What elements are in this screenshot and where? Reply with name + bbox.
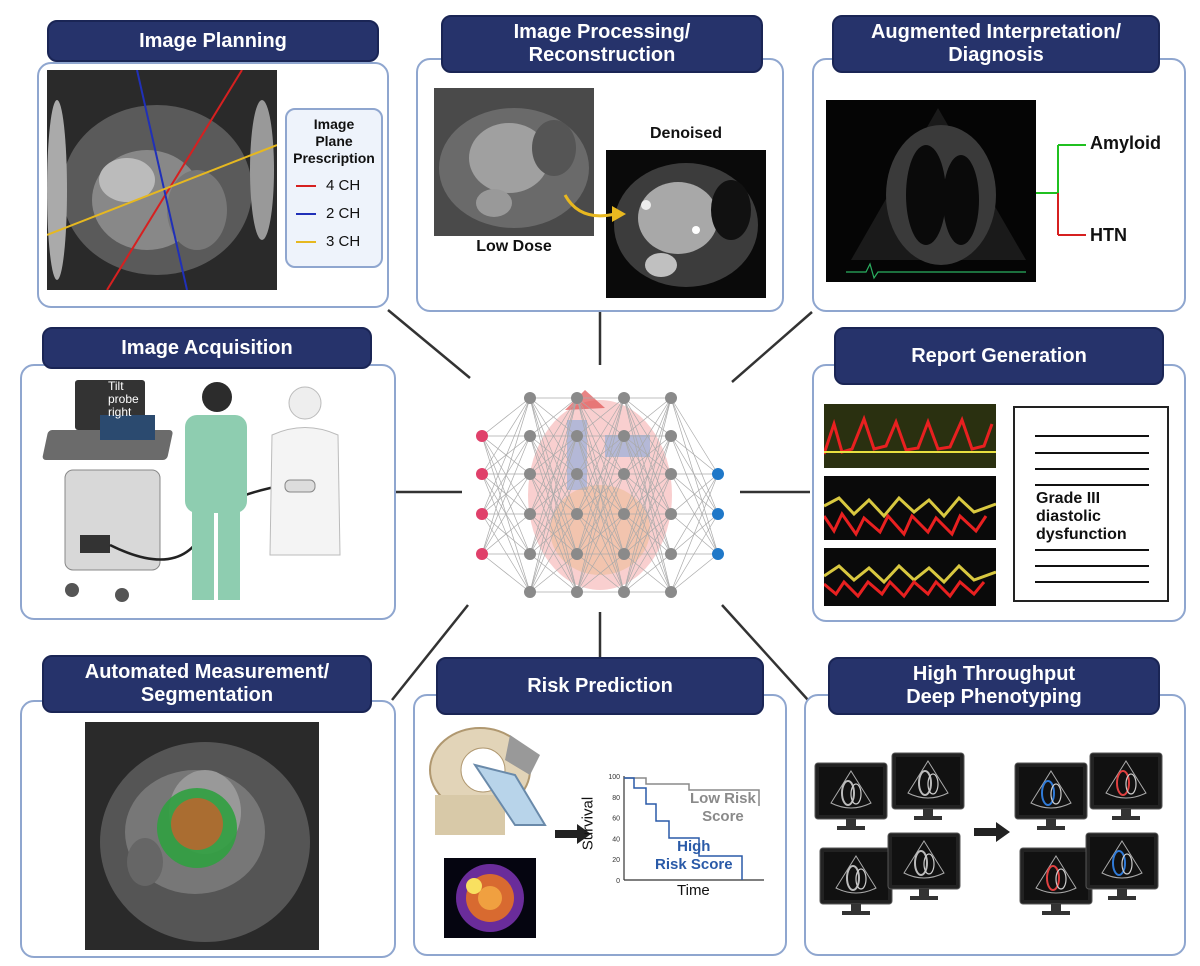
nn-node (618, 548, 630, 560)
nn-node (665, 586, 677, 598)
low-risk-label: Low Risk Score (690, 790, 756, 825)
nn-node (571, 508, 583, 520)
perfusion-polar-map (444, 858, 536, 938)
y-tick-label: 40 (612, 836, 620, 843)
nn-node (524, 392, 536, 404)
monitor (1089, 752, 1163, 820)
htn-label: HTN (1090, 225, 1127, 245)
legend-item-4ch: 4 CH (326, 177, 361, 194)
monitor (891, 752, 965, 820)
high-risk-label: High Risk Score (655, 838, 733, 873)
nn-node (618, 586, 630, 598)
nn-node (618, 468, 630, 480)
nn-node (665, 548, 677, 560)
y-tick-label: 100 (608, 774, 620, 781)
monitor (887, 832, 961, 900)
denoised-label: Denoised (649, 125, 722, 142)
phenotyping-monitors (814, 752, 1163, 915)
nn-node (665, 392, 677, 404)
nn-node (712, 548, 724, 560)
report-document (1013, 406, 1169, 602)
phenotyping-header: High Throughput Deep Phenotyping (828, 657, 1160, 715)
image-planning-header: Image Planning (47, 20, 379, 62)
tilt-probe-text: Tilt probe right (108, 379, 139, 419)
legend-item-3ch: 3 CH (326, 233, 361, 250)
nn-node (712, 508, 724, 520)
interpretation-header: Augmented Interpretation/ Diagnosis (832, 15, 1160, 73)
nn-node (476, 430, 488, 442)
doppler-strip-1 (824, 404, 996, 468)
ct-scanner-icon (429, 727, 547, 835)
nn-node (571, 468, 583, 480)
y-tick-label: 20 (612, 857, 620, 864)
nn-node (524, 508, 536, 520)
nn-node (476, 508, 488, 520)
nn-node (524, 468, 536, 480)
survival-axis-label: Survival (579, 796, 597, 851)
y-tick-label: 80 (612, 795, 620, 802)
denoise-arrow-icon (563, 194, 626, 222)
nn-node (712, 468, 724, 480)
risk-prediction-header: Risk Prediction (436, 657, 764, 715)
image-processing-header: Image Processing/ Reconstruction (441, 15, 763, 73)
denoised-ct-image (606, 150, 766, 298)
low-risk-curve (624, 777, 760, 806)
y-tick-label: 0 (616, 878, 620, 885)
nn-node (618, 508, 630, 520)
survival-chart: 100 80 60 40 20 0 (608, 774, 764, 885)
ultrasound-scene (42, 380, 341, 602)
legend-swatches (296, 185, 316, 243)
report-finding: Grade III diastolic dysfunction (1036, 490, 1127, 543)
risk-arrow-icon (555, 824, 591, 844)
image-acquisition-header: Image Acquisition (42, 327, 372, 369)
monitor (1014, 762, 1088, 830)
monitor (814, 762, 888, 830)
nn-node (665, 508, 677, 520)
monitor (819, 847, 893, 915)
nn-node (665, 430, 677, 442)
y-tick-label: 60 (612, 816, 620, 823)
diagnosis-branch (1036, 144, 1086, 236)
nn-node (524, 586, 536, 598)
time-axis-label: Time (677, 882, 710, 899)
measurement-header: Automated Measurement/ Segmentation (42, 655, 372, 713)
nn-node (571, 392, 583, 404)
nn-node (476, 468, 488, 480)
nn-node (571, 548, 583, 560)
doppler-strip-2 (824, 476, 996, 540)
nn-node (524, 548, 536, 560)
nn-node (571, 586, 583, 598)
legend-item-2ch: 2 CH (326, 205, 361, 222)
nn-node (618, 430, 630, 442)
low-dose-ct-image (434, 88, 594, 236)
low-dose-label: Low Dose (476, 238, 552, 255)
cardiac-mri-planning-image (47, 70, 277, 290)
phenotyping-arrow-icon (974, 822, 1010, 842)
legend-title: Image Plane Prescription (293, 116, 375, 166)
nn-node (571, 430, 583, 442)
monitor (1085, 832, 1159, 900)
nn-node (665, 468, 677, 480)
segmentation-mri-image (85, 722, 319, 950)
echo-4ch-image (826, 100, 1036, 282)
amyloid-label: Amyloid (1090, 133, 1162, 153)
monitor (1019, 847, 1093, 915)
neural-network-heart (476, 390, 724, 598)
nn-node (524, 430, 536, 442)
nn-node (618, 392, 630, 404)
high-risk-curve (624, 777, 743, 880)
doppler-strip-3 (824, 548, 996, 606)
nn-node (476, 548, 488, 560)
report-generation-header: Report Generation (834, 327, 1164, 385)
